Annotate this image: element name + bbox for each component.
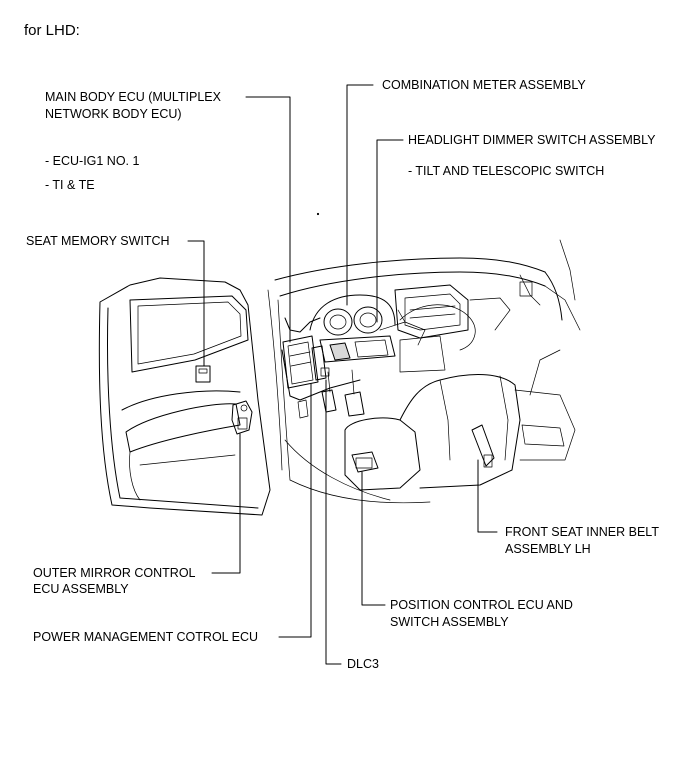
label-seat-memory-switch: SEAT MEMORY SWITCH bbox=[26, 234, 170, 248]
label-position-control: POSITION CONTROL ECU AND bbox=[390, 598, 573, 612]
label-main-body-ecu: MAIN BODY ECU (MULTIPLEX bbox=[45, 90, 221, 104]
label-main-body-ecu-line2: NETWORK BODY ECU) bbox=[45, 107, 182, 121]
pedals-drawing bbox=[297, 369, 365, 419]
label-ecu-ig1: - ECU-IG1 NO. 1 bbox=[45, 154, 140, 168]
label-tilt-telescopic: - TILT AND TELESCOPIC SWITCH bbox=[408, 164, 605, 178]
label-headlight-dimmer: HEADLIGHT DIMMER SWITCH ASSEMBLY bbox=[408, 133, 656, 147]
label-outer-mirror: OUTER MIRROR CONTROL bbox=[33, 566, 196, 580]
label-outer-mirror-line2: ECU ASSEMBLY bbox=[33, 582, 129, 596]
page-title: for LHD: bbox=[24, 22, 80, 39]
main-body-ecu-drawing bbox=[282, 335, 330, 389]
label-combination-meter: COMBINATION METER ASSEMBLY bbox=[382, 78, 586, 92]
label-position-control-line2: SWITCH ASSEMBLY bbox=[390, 615, 509, 629]
dashboard-drawing bbox=[274, 257, 563, 401]
driver-seat-drawing bbox=[344, 349, 576, 491]
label-ti-te: - TI & TE bbox=[45, 178, 95, 192]
leader-lines bbox=[187, 84, 498, 665]
driver-door-drawing bbox=[98, 277, 271, 516]
label-dlc3: DLC3 bbox=[347, 657, 379, 671]
label-power-management: POWER MANAGEMENT COTROL ECU bbox=[33, 630, 259, 644]
combination-meter-drawing bbox=[309, 294, 476, 363]
label-front-seat-belt-line2: ASSEMBLY LH bbox=[505, 542, 591, 556]
label-front-seat-belt: FRONT SEAT INNER BELT bbox=[505, 525, 659, 539]
